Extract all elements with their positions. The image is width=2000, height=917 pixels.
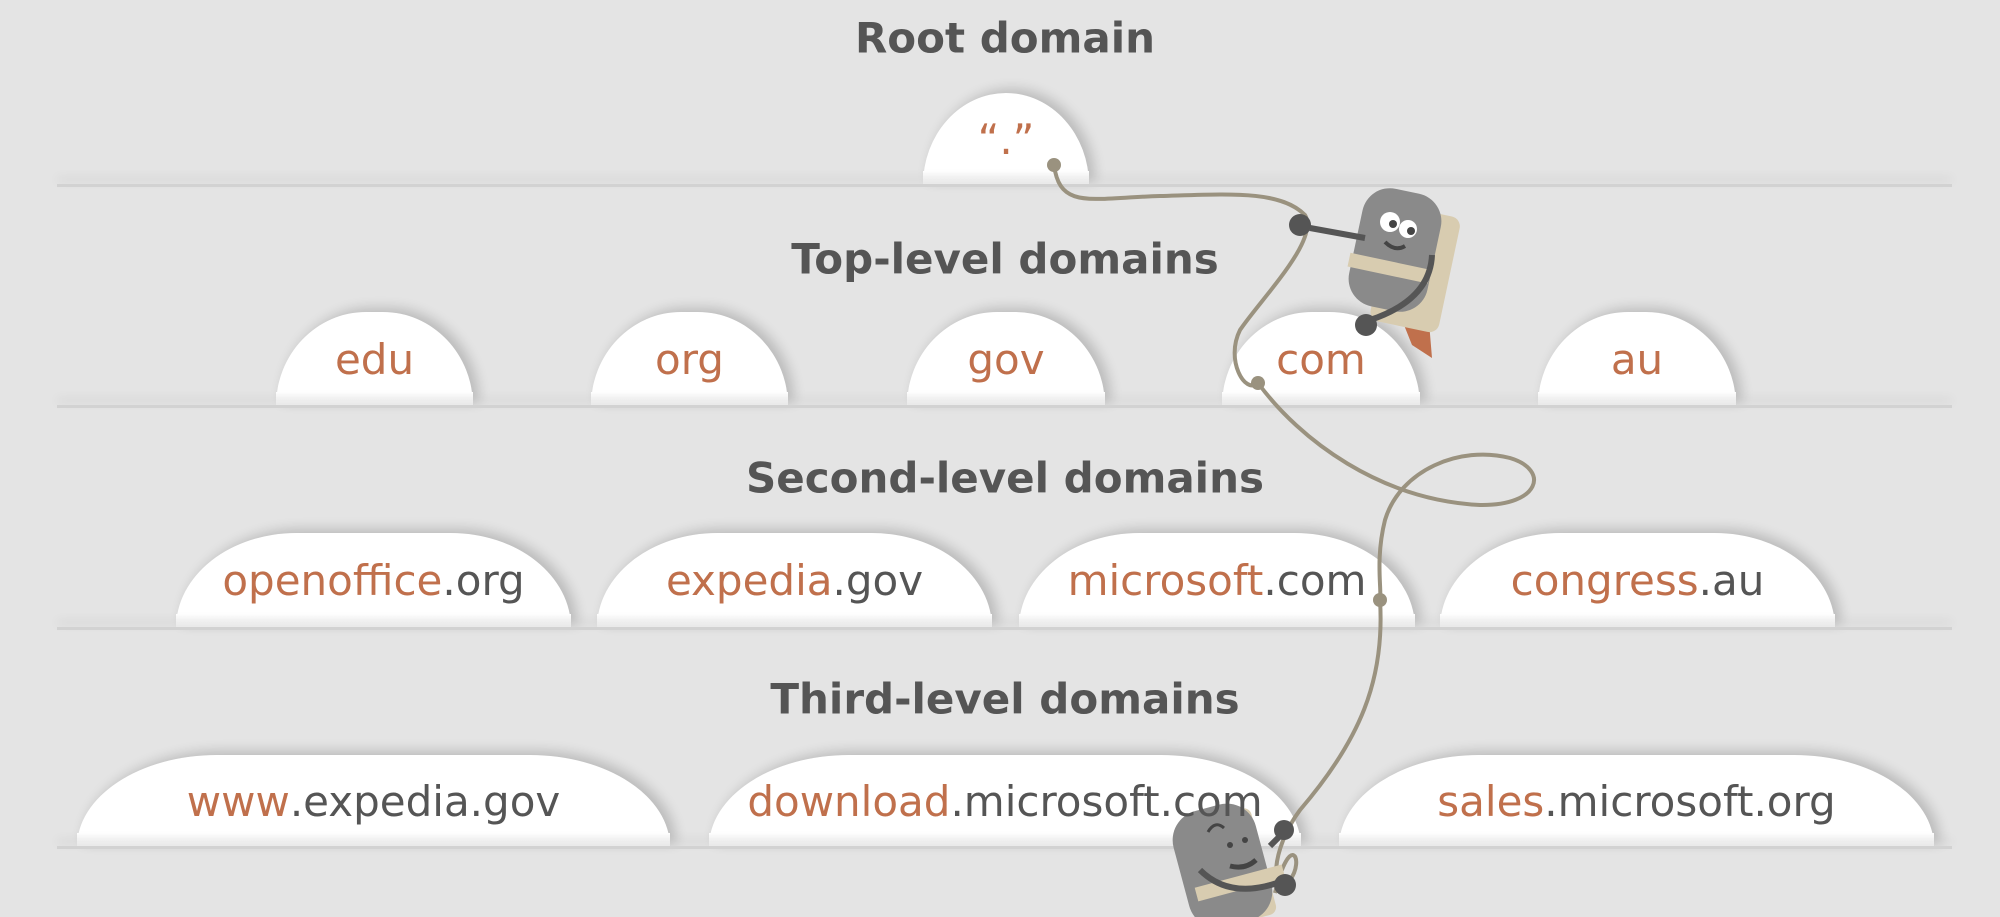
root-domain-title: Root domain (854, 13, 1156, 63)
shelf-sld (57, 627, 1952, 630)
third-highlight: sales (1437, 776, 1545, 826)
sld-highlight: expedia (665, 556, 833, 605)
root-tab: “.” (923, 93, 1089, 185)
sld-rest: .au (1698, 556, 1765, 605)
third-level-title: Third-level domains (770, 674, 1240, 724)
tld-tab-com: com (1222, 312, 1420, 406)
sld-highlight: microsoft (1067, 556, 1264, 605)
third-rest: .microsoft.org (1544, 776, 1836, 826)
third-highlight: download (747, 776, 951, 826)
sld-tab: microsoft.com (1019, 533, 1415, 628)
sld-tab: openoffice.org (176, 533, 571, 628)
sld-rest: .org (442, 556, 525, 605)
third-level-tab: sales.microsoft.org (1339, 755, 1934, 847)
tld-tab-gov: gov (907, 312, 1105, 406)
sld-title: Second-level domains (746, 453, 1264, 503)
tld-label: gov (967, 334, 1045, 384)
shelf-third (57, 846, 1952, 849)
tld-title: Top-level domains (791, 234, 1219, 284)
sld-highlight: openoffice (222, 556, 443, 605)
sld-tab: expedia.gov (597, 533, 992, 628)
tld-tab-au: au (1538, 312, 1736, 406)
sld-highlight: congress (1510, 556, 1699, 605)
third-level-tab: download.microsoft.com (709, 755, 1301, 847)
third-rest: .expedia.gov (289, 776, 561, 826)
shelf-root (57, 184, 1952, 187)
root-label: “.” (977, 114, 1035, 164)
third-level-tab: www.expedia.gov (77, 755, 670, 847)
tld-label: edu (334, 334, 415, 384)
third-rest: .microsoft.com (950, 776, 1263, 826)
sld-rest: .com (1263, 556, 1367, 605)
tld-label: com (1276, 334, 1366, 384)
tld-label: au (1610, 334, 1664, 384)
tld-tab-org: org (591, 312, 788, 406)
tld-label: org (655, 334, 724, 384)
tld-tab-edu: edu (276, 312, 473, 406)
sld-rest: .gov (832, 556, 924, 605)
shelf-tld (57, 405, 1952, 408)
sld-tab: congress.au (1440, 533, 1835, 628)
third-highlight: www (186, 776, 290, 826)
